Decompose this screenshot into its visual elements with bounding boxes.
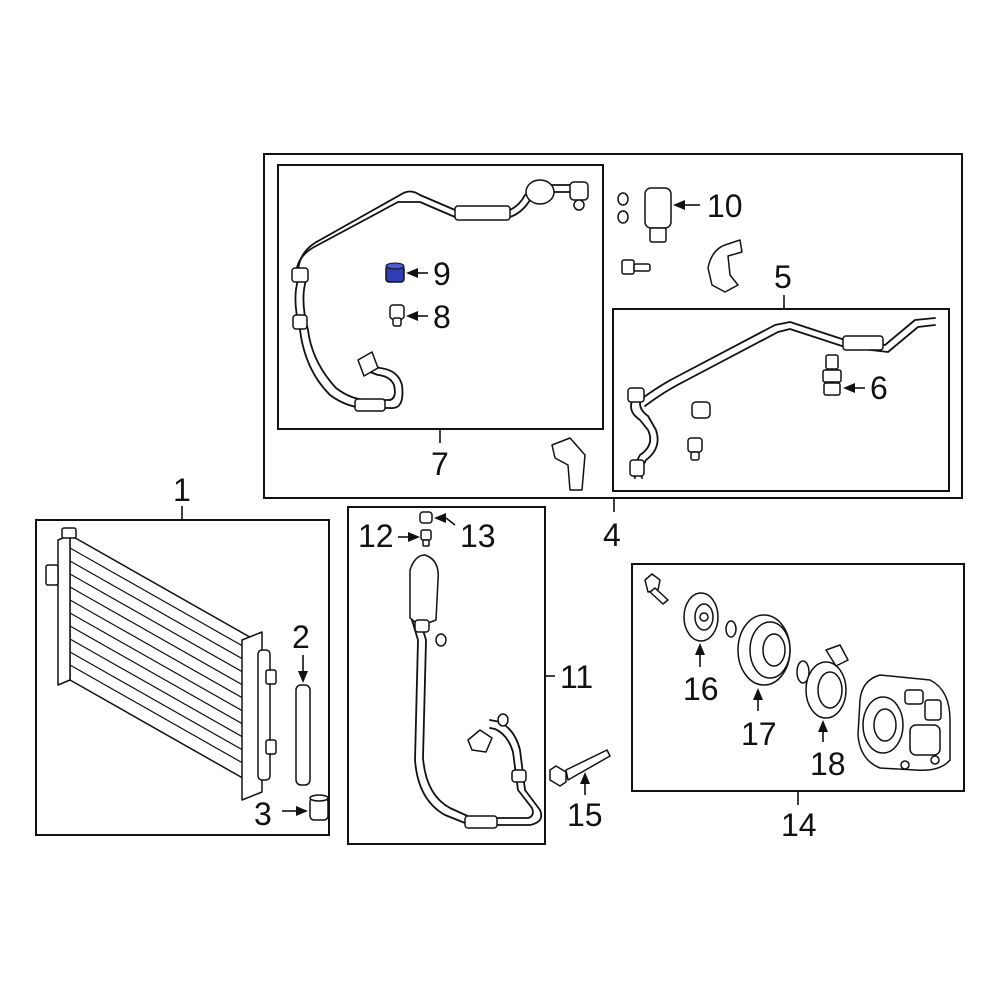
callout-1: 1: [173, 472, 191, 508]
liquid-line-5: [627, 317, 936, 479]
valve-5: [687, 437, 703, 461]
field-coil-18: [805, 644, 849, 719]
condenser-1: [45, 527, 277, 801]
callout-4: 4: [603, 517, 621, 553]
assembly-11-group: [347, 506, 555, 845]
callout-2: 2: [292, 619, 310, 655]
suction-hose-7: [291, 179, 589, 412]
callout-7: 7: [431, 446, 449, 482]
bracket-lower: [551, 437, 586, 491]
assembly-14-group: [631, 563, 965, 805]
callout-13: 13: [460, 518, 496, 554]
plug-3: [309, 794, 329, 821]
callout-18: 18: [810, 746, 846, 782]
pulley-17: [737, 614, 810, 686]
cap-5: [691, 401, 711, 419]
bracket-clip: [707, 239, 743, 293]
callout-14: 14: [781, 807, 817, 843]
bolt-15: [549, 749, 611, 795]
clutch-hub-16: [683, 592, 737, 642]
callout-17: 17: [741, 716, 777, 752]
assembly-5-group: 6: [612, 295, 950, 492]
bolt-14: [644, 573, 669, 605]
callout-9: 9: [433, 256, 451, 292]
callout-10: 10: [707, 188, 743, 224]
assembly-4-group: [263, 153, 963, 512]
expansion-valve-10: 10: [617, 187, 743, 243]
desiccant-2: [295, 655, 311, 786]
part-9-cap: [385, 262, 405, 283]
callout-5: 5: [774, 259, 792, 295]
callout-6: 6: [870, 370, 888, 406]
callout-11: 11: [560, 659, 593, 695]
part-8-valve: [389, 304, 405, 327]
bolt-small: [621, 259, 651, 275]
compressor-14: [857, 674, 951, 772]
callout-15: 15: [567, 797, 603, 833]
callout-3: 3: [254, 796, 272, 832]
part-12-valve: [420, 529, 432, 547]
part-6-valve: [822, 354, 842, 396]
assembly-1-group: [35, 506, 330, 836]
discharge-hose-11: [409, 554, 543, 829]
assembly-7-group: 9 8: [277, 164, 604, 443]
part-13-cap: [419, 511, 433, 524]
callout-12: 12: [358, 518, 394, 554]
callout-16: 16: [683, 671, 719, 707]
callout-8: 8: [433, 299, 451, 335]
